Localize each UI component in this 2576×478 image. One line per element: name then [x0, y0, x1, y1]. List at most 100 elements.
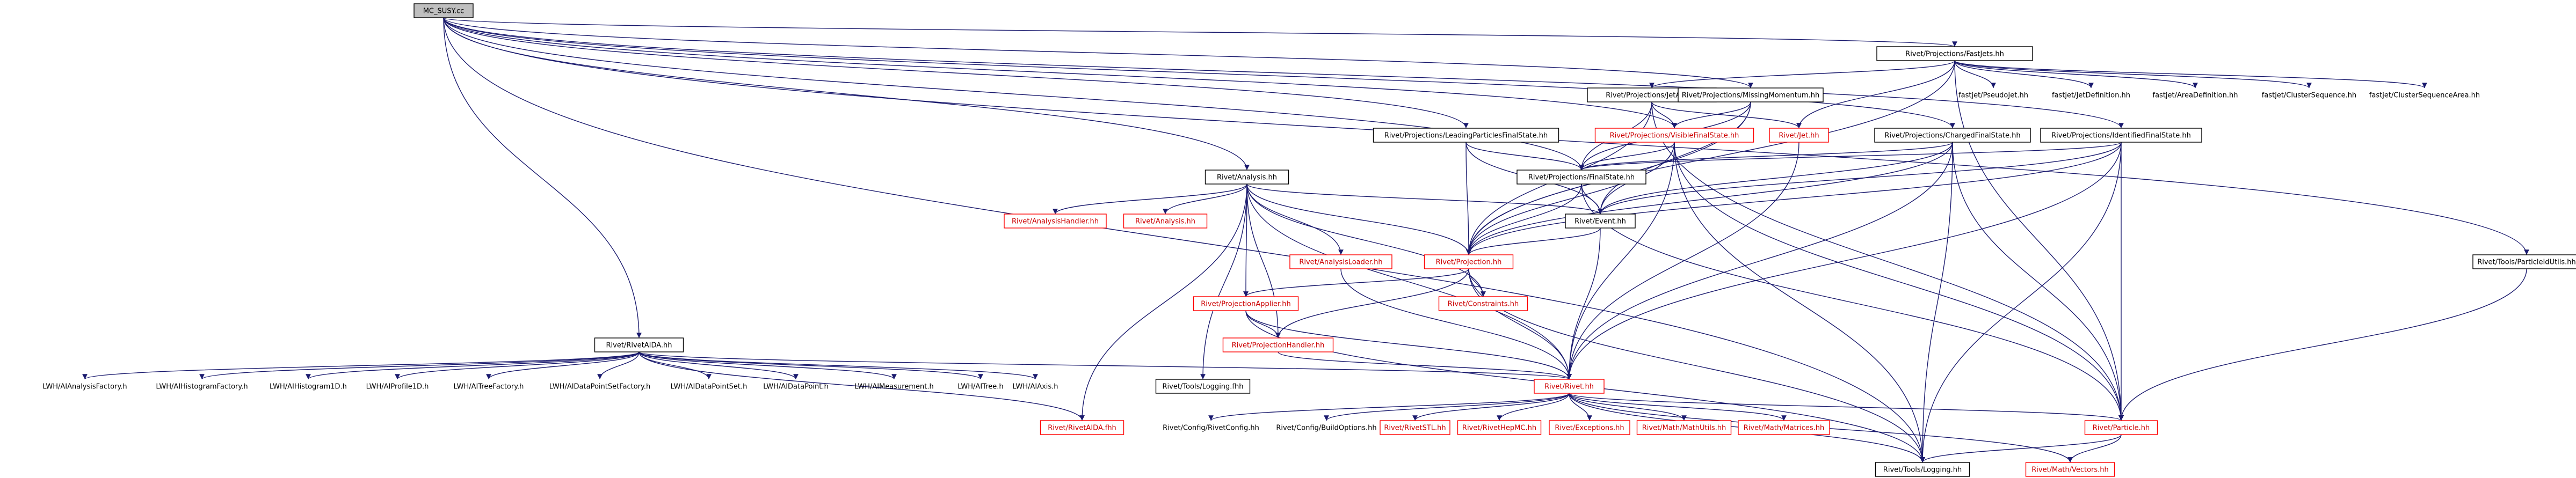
node-rivetaida[interactable]: Rivet/RivetAIDA.hh	[594, 337, 684, 352]
edge-fastjets-to-jethh	[1796, 60, 1955, 129]
node-label: LWH/AIDataPoint.h	[763, 383, 828, 391]
edge-identifiedfs-to-projection	[1466, 142, 2122, 255]
node-label: Rivet/Math/Matrices.hh	[1744, 424, 1824, 432]
node-identifiedfs[interactable]: Rivet/Projections/IdentifiedFinalState.h…	[2040, 128, 2202, 143]
node-box	[2472, 254, 2576, 269]
node-eventhh[interactable]: Rivet/Event.hh	[1565, 214, 1636, 229]
edge-particlehh-to-logginghh	[1920, 434, 2122, 463]
edge-fastjets-to-clusterseqarea	[1954, 60, 2427, 89]
node-label: Rivet/RivetHepMC.hh	[1462, 424, 1536, 432]
edge-chargedfs-to-finalstate	[1579, 142, 1953, 171]
node-aida_tree: LWH/AITree.h	[957, 383, 1003, 391]
node-label: Rivet/Config/RivetConfig.hh	[1163, 424, 1259, 432]
edge-projection-to-projhandler	[1275, 268, 1469, 339]
node-aida_dpsf: LWH/AIDataPointSetFactory.h	[549, 383, 650, 391]
node-projection[interactable]: Rivet/Projection.hh	[1424, 254, 1514, 269]
edge-eventhh-to-rivethh	[1566, 227, 1601, 380]
node-vectors[interactable]: Rivet/Math/Vectors.hh	[2025, 462, 2115, 477]
edge-visiblefs-to-particlehh	[1674, 142, 2124, 421]
node-label: Rivet/Analysis.hh	[1135, 218, 1195, 226]
node-aida_h1: LWH/AIHistogram1D.h	[270, 383, 347, 391]
edge-rivethh-to-rivetstl	[1412, 393, 1570, 421]
edge-rivetaida-to-rivetaida2	[638, 351, 1085, 421]
node-box	[1193, 296, 1299, 311]
node-label: Rivet/Projection.hh	[1436, 259, 1502, 267]
edge-fastjets-to-areadef	[1954, 60, 2198, 89]
node-logginghh[interactable]: Rivet/Tools/Logging.hh	[1875, 462, 1970, 477]
node-box	[1438, 296, 1528, 311]
node-analysis[interactable]: Rivet/Analysis.hh	[1204, 170, 1289, 185]
node-mathutils[interactable]: Rivet/Math/MathUtils.hh	[1636, 420, 1732, 435]
node-aida_dp: LWH/AIDataPoint.h	[763, 383, 828, 391]
node-jethh[interactable]: Rivet/Jet.hh	[1769, 128, 1829, 143]
node-projapplier[interactable]: Rivet/ProjectionApplier.hh	[1193, 296, 1299, 311]
node-areadef: fastjet/AreaDefinition.hh	[2153, 92, 2238, 100]
node-chargedfs[interactable]: Rivet/Projections/ChargedFinalState.hh	[1874, 128, 2031, 143]
node-box	[1457, 420, 1542, 435]
edge-leadingfs-to-projection	[1465, 142, 1471, 255]
node-rivethepmc[interactable]: Rivet/RivetHepMC.hh	[1457, 420, 1542, 435]
node-label: Rivet/Exceptions.hh	[1555, 424, 1624, 432]
node-label: MC_SUSY.cc	[423, 8, 465, 16]
node-finalstate[interactable]: Rivet/Projections/FinalState.hh	[1516, 170, 1646, 185]
edge-analysis-to-eventhh	[1246, 183, 1603, 215]
node-particlehh[interactable]: Rivet/Particle.hh	[2084, 420, 2158, 435]
edge-rivethh-to-rivetconfig	[1208, 393, 1570, 421]
node-box	[1004, 214, 1107, 229]
edge-chargedfs-to-logginghh	[1920, 142, 1953, 463]
edge-visiblefs-to-finalstate	[1579, 142, 1675, 171]
node-analysishh2[interactable]: Rivet/Analysis.hh	[1123, 214, 1208, 229]
node-box	[1534, 379, 1605, 394]
node-particleutils[interactable]: Rivet/Tools/ParticleIdUtils.hh	[2472, 254, 2576, 269]
edge-rivethh-to-particlehh	[1569, 393, 2124, 421]
node-box	[413, 3, 474, 18]
node-label: fastjet/ClusterSequence.hh	[2262, 92, 2356, 100]
node-label: LWH/AITreeFactory.h	[454, 383, 524, 391]
node-clusterseq: fastjet/ClusterSequence.hh	[2262, 92, 2356, 100]
node-label: Rivet/Rivet.hh	[1544, 383, 1594, 391]
node-projhandler[interactable]: Rivet/ProjectionHandler.hh	[1222, 337, 1334, 352]
edge-analysis-to-projection	[1246, 183, 1471, 255]
edge-rivethh-to-mathutils	[1569, 393, 1687, 421]
edge-chargedfs-to-particlehh	[1952, 142, 2124, 421]
node-aida_af: LWH/AIAnalysisFactory.h	[42, 383, 127, 391]
node-rivetaida2[interactable]: Rivet/RivetAIDA.fhh	[1040, 420, 1124, 435]
node-rivetstl[interactable]: Rivet/RivetSTL.hh	[1380, 420, 1450, 435]
edge-jetalg-to-jethh	[1651, 101, 1802, 129]
node-analysishandler[interactable]: Rivet/AnalysisHandler.hh	[1004, 214, 1107, 229]
edge-root-to-leadingfs	[443, 17, 1469, 129]
edge-rivetaida-to-aida_tf	[486, 351, 640, 380]
node-label: Rivet/Projections/FastJets.hh	[1905, 50, 2004, 58]
edge-visiblefs-to-logginghh	[1674, 142, 1925, 463]
node-label: Rivet/Event.hh	[1574, 218, 1626, 226]
node-fastjets[interactable]: Rivet/Projections/FastJets.hh	[1876, 46, 2033, 61]
edge-root-to-finalstate	[443, 17, 1584, 171]
edge-analysis-to-toolslogging	[1200, 183, 1247, 380]
node-jetdef: fastjet/JetDefinition.hh	[2052, 92, 2130, 100]
node-analysisloader[interactable]: Rivet/AnalysisLoader.hh	[1289, 254, 1392, 269]
node-aida_meas: LWH/AIMeasurement.h	[854, 383, 933, 391]
node-box	[1289, 254, 1392, 269]
node-visiblefs[interactable]: Rivet/Projections/VisibleFinalState.hh	[1594, 128, 1754, 143]
edge-rivetaida-to-rivethh	[638, 351, 1572, 380]
node-label: fastjet/AreaDefinition.hh	[2153, 92, 2238, 100]
node-matrices[interactable]: Rivet/Math/Matrices.hh	[1738, 420, 1830, 435]
edge-analysis-to-rivethh	[1246, 183, 1572, 380]
node-label: Rivet/AnalysisLoader.hh	[1299, 259, 1382, 267]
node-leadingfs[interactable]: Rivet/Projections/LeadingParticlesFinalS…	[1373, 128, 1559, 143]
edge-visiblefs-to-projection	[1466, 142, 1675, 255]
node-missmom[interactable]: Rivet/Projections/MissingMomentum.hh	[1678, 87, 1824, 102]
node-toolslogging[interactable]: Rivet/Tools/Logging.fhh	[1155, 379, 1251, 394]
node-constraints[interactable]: Rivet/Constraints.hh	[1438, 296, 1528, 311]
node-box	[1155, 379, 1251, 394]
node-box	[1549, 420, 1630, 435]
edge-identifiedfs-to-eventhh	[1598, 142, 2122, 215]
node-exceptions[interactable]: Rivet/Exceptions.hh	[1549, 420, 1630, 435]
edge-analysis-to-rivetaida2	[1079, 183, 1247, 421]
node-rivethh[interactable]: Rivet/Rivet.hh	[1534, 379, 1605, 394]
node-box	[1565, 214, 1636, 229]
node-root[interactable]: MC_SUSY.cc	[413, 3, 474, 18]
node-box	[2084, 420, 2158, 435]
edge-root-to-chargedfs	[443, 17, 1955, 129]
node-box	[2025, 462, 2115, 477]
